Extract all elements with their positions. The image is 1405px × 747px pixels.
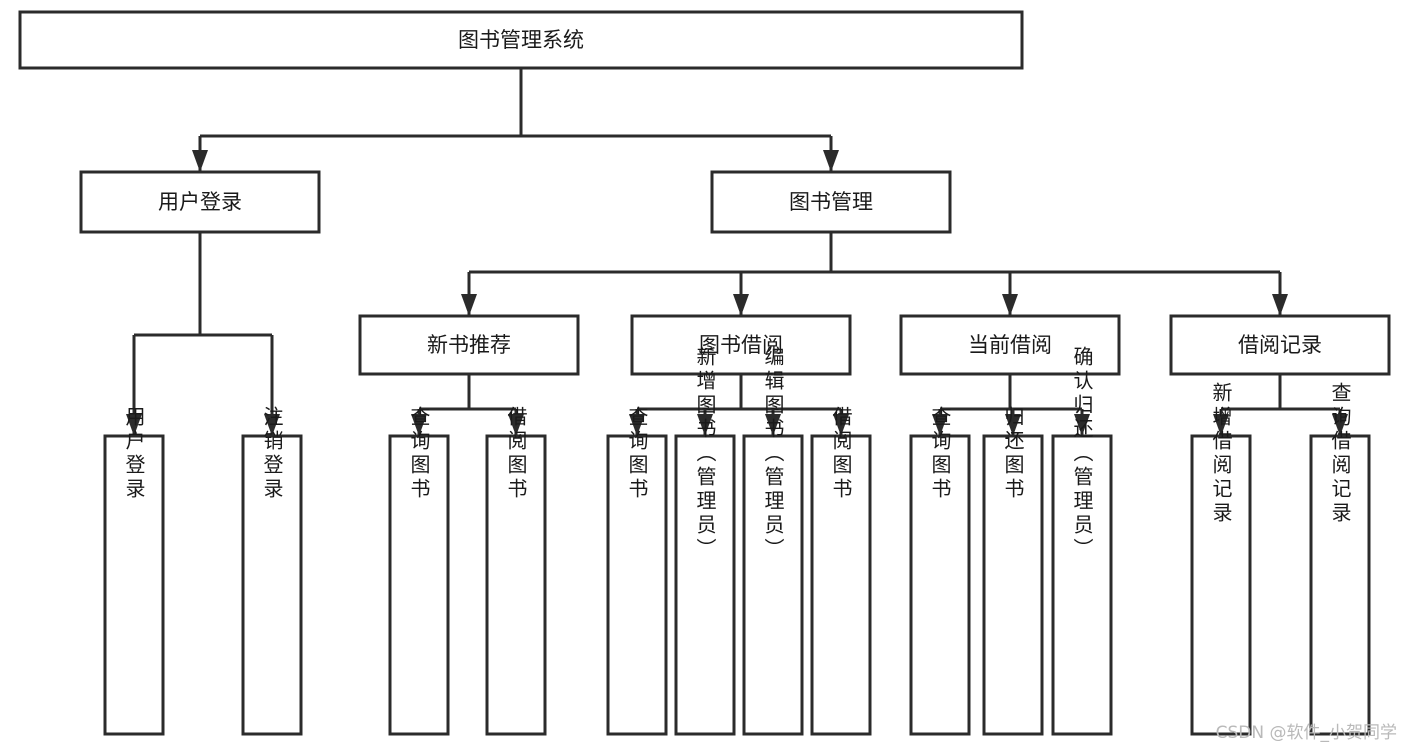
node-leaf-borrow-book-2-box[interactable] — [810, 434, 872, 736]
node-book-management[interactable]: 图书管理 — [710, 170, 952, 234]
connector-layer — [126, 68, 1348, 436]
node-leaf-add-borrow-record-box[interactable] — [1190, 434, 1252, 736]
node-leaf-confirm-return-label: 确认归还（管理员） — [1070, 346, 1094, 562]
node-leaf-borrow-book-1-box[interactable] — [485, 434, 547, 736]
node-leaf-edit-book-box[interactable] — [742, 434, 804, 736]
node-book-borrow-label: 图书借阅 — [699, 333, 783, 357]
node-leaf-query-book-3-box[interactable] — [909, 434, 971, 736]
node-leaf-add-book-label: 新增图书（管理员） — [693, 346, 717, 562]
node-leaf-query-book-3-label: 查询图书 — [928, 406, 952, 502]
node-leaf-confirm-return[interactable]: 确认归还（管理员） — [1051, 346, 1113, 736]
node-borrow-record-label: 借阅记录 — [1238, 333, 1322, 357]
node-leaf-query-book-1[interactable]: 查询图书 — [388, 406, 450, 736]
node-leaf-add-book[interactable]: 新增图书（管理员） — [674, 346, 736, 736]
node-leaf-borrow-book-2[interactable]: 借阅图书 — [810, 406, 872, 736]
node-borrow-record-box[interactable] — [1169, 314, 1391, 376]
node-leaf-logout[interactable]: 注销登录 — [241, 406, 303, 736]
node-book-management-label: 图书管理 — [789, 190, 873, 214]
node-new-book-recommend[interactable]: 新书推荐 — [358, 314, 580, 376]
node-leaf-query-book-3[interactable]: 查询图书 — [909, 406, 971, 736]
node-leaf-confirm-return-box[interactable] — [1051, 434, 1113, 736]
node-book-borrow[interactable]: 图书借阅 — [630, 314, 852, 376]
node-new-book-recommend-box[interactable] — [358, 314, 580, 376]
node-root-system-box[interactable] — [18, 10, 1024, 70]
node-borrow-record[interactable]: 借阅记录 — [1169, 314, 1391, 376]
node-root-system[interactable]: 图书管理系统 — [18, 10, 1024, 70]
node-book-management-box[interactable] — [710, 170, 952, 234]
node-leaf-edit-book[interactable]: 编辑图书（管理员） — [742, 346, 804, 736]
node-leaf-query-borrow-record[interactable]: 查询借阅记录 — [1309, 382, 1371, 736]
node-leaf-user-login[interactable]: 用户登录 — [103, 406, 165, 736]
node-current-borrow-label: 当前借阅 — [968, 333, 1052, 357]
node-leaf-return-book-box[interactable] — [982, 434, 1044, 736]
node-root-system-label: 图书管理系统 — [458, 28, 584, 52]
node-leaf-add-book-box[interactable] — [674, 434, 736, 736]
node-leaf-query-borrow-record-label: 查询借阅记录 — [1328, 382, 1352, 526]
node-leaf-logout-box[interactable] — [241, 434, 303, 736]
node-leaf-query-book-1-label: 查询图书 — [407, 406, 431, 502]
node-leaf-return-book-label: 归还图书 — [1001, 406, 1025, 502]
node-leaf-add-borrow-record[interactable]: 新增借阅记录 — [1190, 382, 1252, 736]
node-leaf-query-book-2[interactable]: 查询图书 — [606, 406, 668, 736]
node-current-borrow-box[interactable] — [899, 314, 1121, 376]
node-leaf-query-book-1-box[interactable] — [388, 434, 450, 736]
node-user-login-box[interactable] — [79, 170, 321, 234]
node-leaf-logout-label: 注销登录 — [260, 406, 284, 502]
node-user-login-label: 用户登录 — [158, 190, 242, 214]
node-leaf-borrow-book-1[interactable]: 借阅图书 — [485, 406, 547, 736]
node-current-borrow[interactable]: 当前借阅 — [899, 314, 1121, 376]
node-leaf-return-book[interactable]: 归还图书 — [982, 406, 1044, 736]
node-user-login[interactable]: 用户登录 — [79, 170, 321, 234]
node-leaf-query-book-2-label: 查询图书 — [625, 406, 649, 502]
node-leaf-query-borrow-record-box[interactable] — [1309, 434, 1371, 736]
node-book-borrow-box[interactable] — [630, 314, 852, 376]
node-leaf-query-book-2-box[interactable] — [606, 434, 668, 736]
node-leaf-borrow-book-1-label: 借阅图书 — [504, 406, 528, 502]
node-leaf-user-login-label: 用户登录 — [122, 406, 146, 502]
node-new-book-recommend-label: 新书推荐 — [427, 333, 511, 357]
node-leaf-add-borrow-record-label: 新增借阅记录 — [1209, 382, 1233, 526]
node-layer: 图书管理系统用户登录图书管理新书推荐图书借阅当前借阅借阅记录用户登录注销登录查询… — [18, 10, 1391, 736]
node-leaf-borrow-book-2-label: 借阅图书 — [829, 406, 853, 502]
node-leaf-edit-book-label: 编辑图书（管理员） — [761, 346, 785, 562]
node-leaf-user-login-box[interactable] — [103, 434, 165, 736]
